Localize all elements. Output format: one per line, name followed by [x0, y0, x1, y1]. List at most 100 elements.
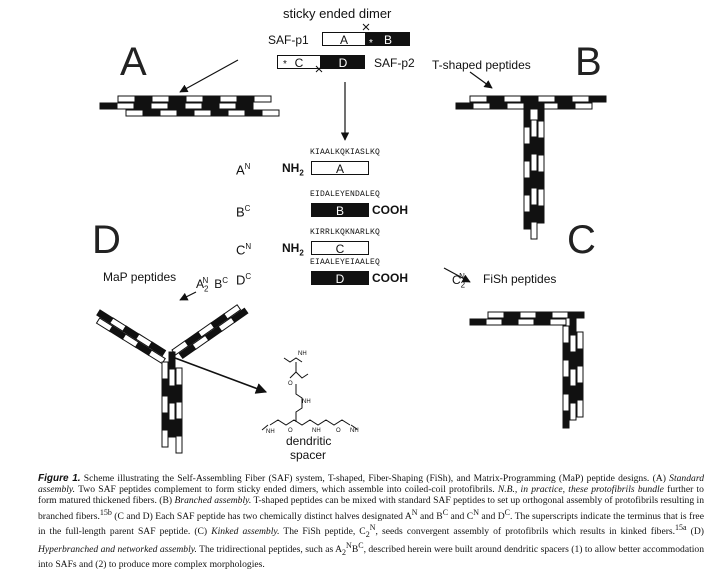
fiber-segment: [551, 311, 569, 319]
fiber-segment: [588, 95, 607, 103]
fiber-segment: [562, 342, 570, 361]
fiber-segment: [530, 119, 538, 138]
fiber-segment: [523, 211, 531, 230]
fiber-segment: [537, 137, 545, 156]
fiber-segment: [175, 384, 183, 403]
fiber-segment: [201, 102, 220, 110]
fiber-segment: [134, 95, 153, 103]
fiber-segment: [161, 361, 169, 380]
fiber-segment: [576, 365, 584, 384]
fish-formula: C2N: [452, 272, 466, 290]
peptide-name-c: CN: [236, 242, 252, 258]
fiber-segment: [523, 194, 531, 213]
fiber-segment: [150, 102, 169, 110]
fiber-segment: [469, 95, 488, 103]
fiber-segment: [142, 109, 161, 117]
peptide-box-c: C: [311, 241, 369, 256]
peptide-box-d: D: [311, 271, 369, 286]
fiber-segment: [535, 311, 553, 319]
caption-figure-label: Figure 1.: [38, 473, 81, 484]
fiber-segment: [487, 311, 505, 319]
arrow-to-c: [443, 267, 471, 283]
svg-text:NH: NH: [298, 351, 307, 357]
fiber-segment: [576, 348, 584, 367]
svg-text:O: O: [288, 381, 293, 387]
fiber-segment: [571, 95, 590, 103]
fiber-segment: [218, 102, 237, 110]
fiber-segment: [523, 109, 531, 128]
fiber-segment: [161, 395, 169, 414]
dimer-title: sticky ended dimer: [283, 6, 392, 21]
fiber-segment: [574, 102, 593, 110]
fiber-segment: [168, 419, 176, 438]
fiber-segment: [554, 95, 573, 103]
fiber-b: [455, 95, 607, 240]
panel-letter-c: C: [567, 218, 596, 262]
fiber-segment: [133, 102, 152, 110]
fiber-segment: [202, 95, 221, 103]
fiber-segment: [569, 334, 577, 353]
fiber-segment: [557, 102, 576, 110]
svg-text:*: *: [369, 38, 373, 49]
map-peptides-label: MaP peptides: [103, 270, 177, 284]
fiber-segment: [485, 318, 503, 326]
fiber-segment: [569, 317, 577, 336]
fiber-segment: [168, 95, 187, 103]
fiber-segment: [537, 120, 545, 139]
peptide-name-d: DC: [236, 272, 252, 288]
svg-text:*: *: [283, 59, 287, 70]
fiber-segment: [116, 102, 135, 110]
fiber-segment: [520, 95, 539, 103]
fiber-segment: [176, 109, 195, 117]
fiber-segment: [576, 399, 584, 418]
fiber-segment: [486, 95, 505, 103]
fiber-segment: [168, 368, 176, 387]
fiber-segment: [501, 318, 519, 326]
svg-text:NH: NH: [302, 399, 311, 405]
fiber-segment: [537, 188, 545, 207]
panel-letter-d: D: [92, 218, 121, 262]
peptide-name-b: BC: [236, 204, 251, 220]
dimer-box-b: B: [366, 32, 410, 47]
fiber-d-right-segment: [223, 304, 242, 320]
fiber-segment: [99, 102, 118, 110]
fiber-d-left-segment: [147, 349, 166, 365]
fiber-segment: [562, 325, 570, 344]
fiber-segment: [537, 103, 545, 122]
fiber-segment: [549, 318, 567, 326]
svg-text:O: O: [288, 428, 293, 434]
fiber-segment: [184, 102, 203, 110]
fiber-segment: [523, 126, 531, 145]
fiber-a: [99, 95, 280, 117]
peptide-amine-terminus: NH2: [282, 241, 304, 258]
fiber-segment: [117, 95, 136, 103]
fiber-segment: [159, 109, 178, 117]
fiber-segment: [161, 429, 169, 448]
fiber-segment: [506, 102, 525, 110]
fiber-segment: [576, 331, 584, 350]
fiber-segment: [523, 177, 531, 196]
peptide-sequence-c: KIRRLKQKNARLKQ: [310, 228, 381, 237]
fiber-d-right-segment: [230, 307, 249, 324]
fiber-segment: [210, 109, 229, 117]
fiber-segment: [562, 393, 570, 412]
fiber-segment: [537, 154, 545, 173]
fiber-segment: [125, 109, 144, 117]
fiber-segment: [175, 435, 183, 454]
fiber-segment: [523, 160, 531, 179]
peptide-sequence-d: EIAALEYEIAALEQ: [310, 258, 381, 267]
fiber-segment: [569, 351, 577, 370]
fiber-segment: [530, 170, 538, 189]
saf-p2-label: SAF-p2: [374, 56, 415, 70]
fish-peptides-label: FiSh peptides: [483, 272, 557, 286]
dendritic-spacer-structure: [261, 357, 358, 431]
peptide-box-a: A: [311, 161, 369, 176]
dendritic-label: dendritic: [286, 434, 332, 448]
spacer-arrow: [174, 357, 268, 394]
fiber-segment: [161, 378, 169, 397]
figure-caption: Figure 1. Scheme illustrating the Self-A…: [38, 473, 705, 570]
fiber-segment: [235, 102, 254, 110]
fiber-segment: [537, 171, 545, 190]
fiber-d: [95, 304, 249, 454]
t-shaped-label: T-shaped peptides: [432, 58, 531, 72]
